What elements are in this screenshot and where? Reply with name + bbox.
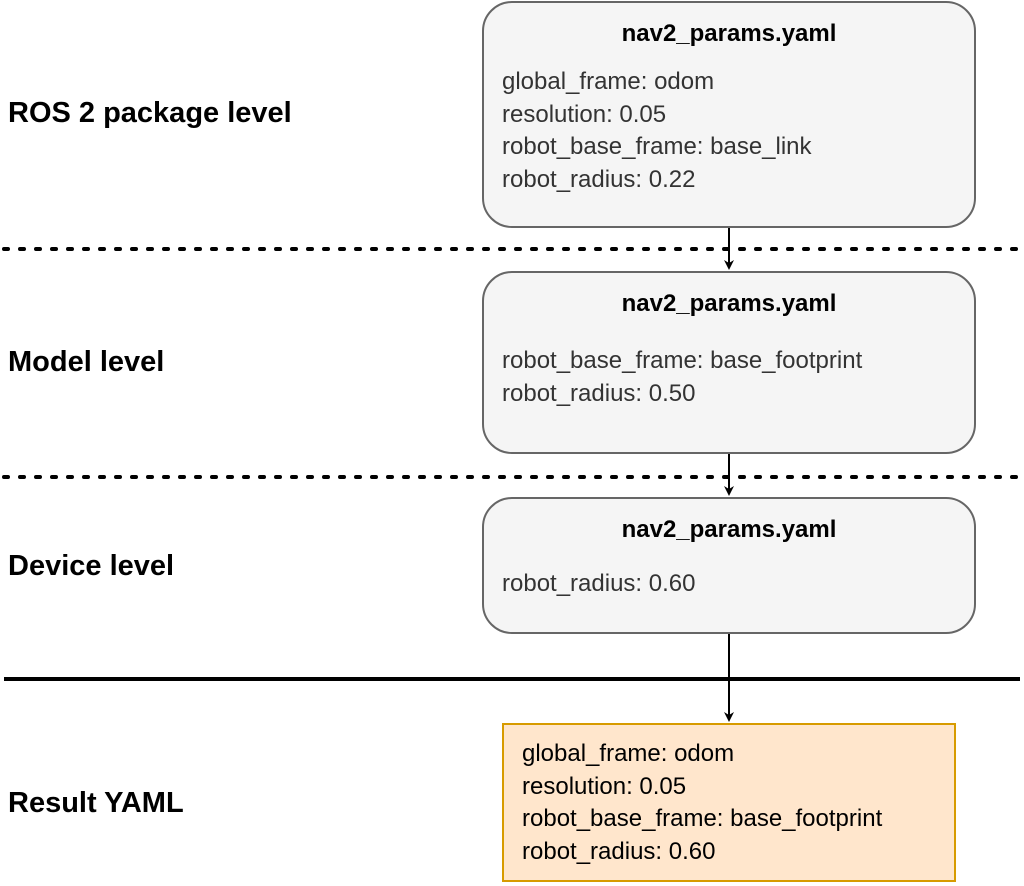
param-line: robot_radius: 0.60 — [502, 570, 696, 597]
package-params-box: nav2_params.yaml global_frame: odom reso… — [482, 1, 976, 228]
package-params-lines: global_frame: odom resolution: 0.05 robo… — [502, 66, 812, 196]
model-params-box: nav2_params.yaml robot_base_frame: base_… — [482, 271, 976, 454]
device-params-lines: robot_radius: 0.60 — [502, 568, 695, 601]
param-line: robot_radius: 0.50 — [502, 379, 696, 407]
param-line: robot_base_frame: base_footprint — [522, 805, 883, 832]
level-label-result: Result YAML — [8, 787, 184, 819]
level-label-device: Device level — [8, 550, 175, 582]
param-line: resolution: 0.05 — [522, 772, 687, 800]
model-params-title: nav2_params.yaml — [621, 290, 837, 317]
param-line: robot_radius: 0.22 — [502, 165, 696, 193]
param-line: global_frame: odom — [522, 740, 735, 767]
package-params-title: nav2_params.yaml — [621, 20, 837, 47]
model-params-lines: robot_base_frame: base_footprint robot_r… — [502, 345, 862, 410]
param-line: robot_radius: 0.60 — [522, 837, 716, 865]
device-params-box: nav2_params.yaml robot_radius: 0.60 — [482, 497, 976, 634]
param-line: global_frame: odom — [502, 68, 715, 95]
param-line: robot_base_frame: base_footprint — [502, 347, 863, 374]
result-yaml-box: global_frame: odom resolution: 0.05 robo… — [502, 723, 956, 882]
device-params-title: nav2_params.yaml — [621, 516, 837, 543]
level-label-package: ROS 2 package level — [8, 97, 292, 129]
param-line: resolution: 0.05 — [502, 100, 667, 128]
result-yaml-lines: global_frame: odom resolution: 0.05 robo… — [522, 738, 882, 868]
param-line: robot_base_frame: base_link — [502, 133, 812, 160]
level-label-model: Model level — [8, 346, 165, 378]
